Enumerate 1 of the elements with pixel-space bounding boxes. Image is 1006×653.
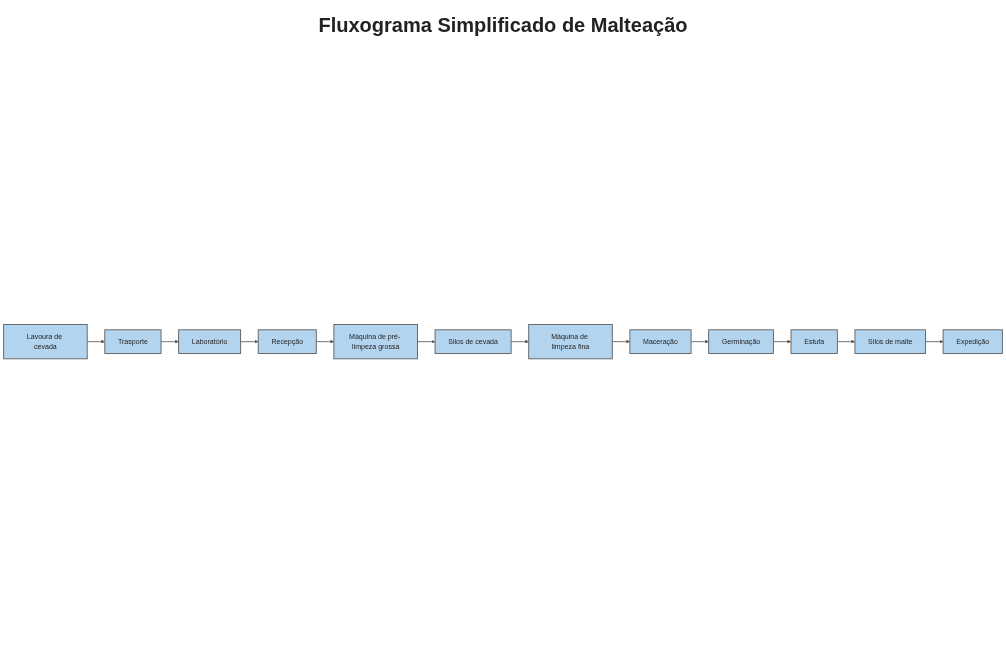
diagram-title: Fluxograma Simplificado de Malteação <box>317 14 689 37</box>
